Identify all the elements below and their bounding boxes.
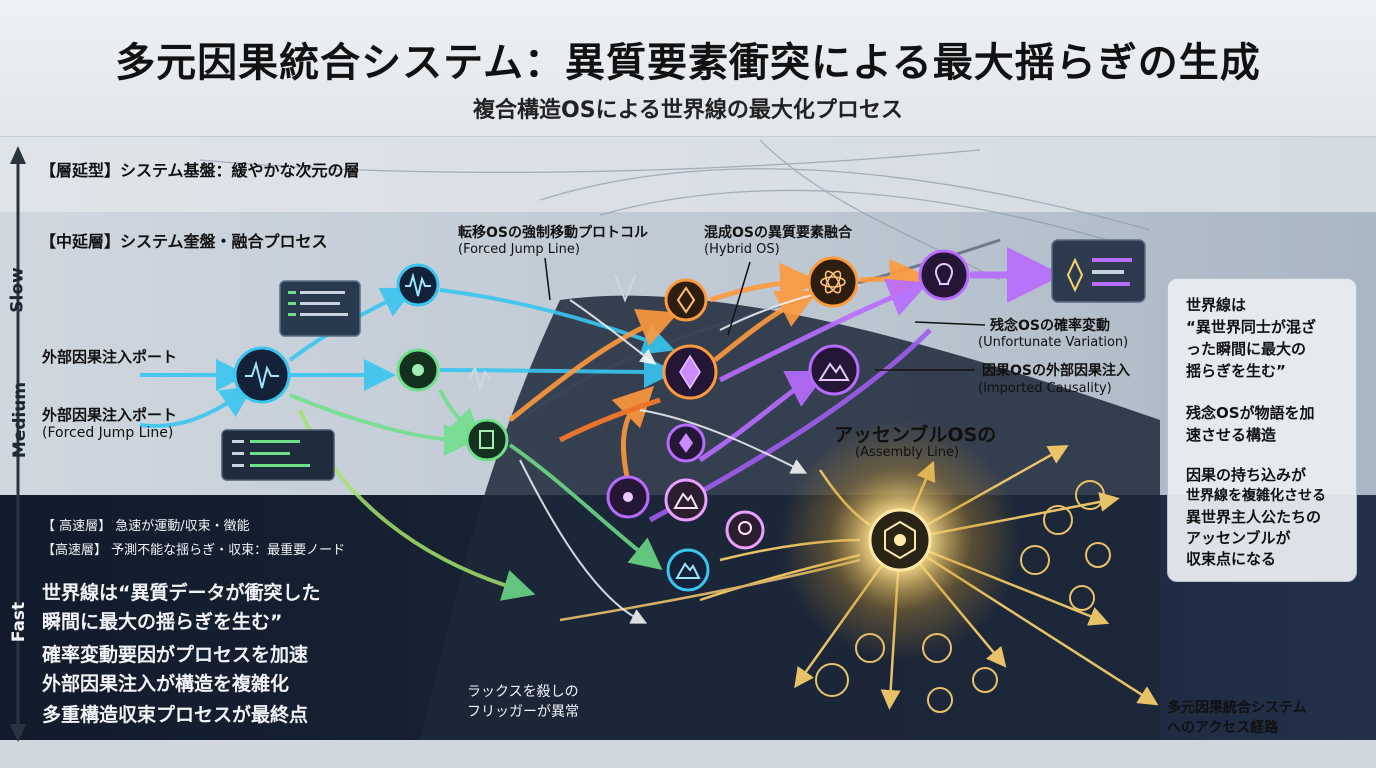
atom-icon [855, 633, 885, 663]
monitor-screen-top-right [1051, 239, 1146, 303]
atom-icon [1043, 505, 1073, 535]
axis-label-medium: Medium [10, 381, 31, 459]
axis-label-slow: Slow [7, 267, 28, 313]
atom-icon [820, 270, 846, 294]
imported-os-label: 因果OSの外部因果注入 [982, 363, 1130, 379]
side-panel-line: 世界線を複雑化させる [1186, 488, 1326, 504]
footer-band [0, 740, 1376, 768]
access-path-label-1: 多元因果統合システム [1167, 700, 1307, 716]
slow-layer-label: 【層延型】システム基盤：緩やかな次元の層 [40, 161, 360, 180]
mountain-icon [818, 362, 850, 381]
crystal-icon [679, 354, 701, 390]
forced-jump-sub: (Forced Jump Line) [458, 242, 580, 257]
document-icon [972, 667, 998, 693]
cyan-flows [139, 287, 676, 428]
rocket-icon [1066, 257, 1084, 293]
node-atom [807, 256, 859, 308]
header: 多元因果統合システム：異質要素衝突による最大揺らぎの生成 複合構造OSによる世界… [0, 0, 1376, 137]
side-panel-line: 揺らぎを生む” [1186, 362, 1286, 380]
lightbulb-icon [934, 263, 954, 285]
hybrid-os-label: 混成OSの異質要素融合 [704, 225, 852, 241]
node-waveform-2 [396, 263, 440, 307]
lightbulb-icon [738, 521, 752, 535]
white-flows [519, 284, 861, 624]
side-panel-line: った瞬間に最大の [1186, 340, 1307, 358]
hybrid-os-sub: (Hybrid OS) [704, 242, 780, 257]
node-molecule-purple [606, 475, 650, 519]
crystal-icon [679, 433, 693, 453]
mountain-icon [1085, 542, 1111, 568]
node-lightbulb-top [918, 249, 970, 301]
molecule-icon [922, 633, 952, 663]
fast-layer-line-2: 【高速層】 予測不能な揺らぎ・収束：最重要ノード [42, 543, 346, 558]
access-path-label-2: へのアクセス経路 [1167, 720, 1279, 736]
side-panel-line: 収束点になる [1186, 550, 1277, 568]
page-title: 多元因果統合システム：異質要素衝突による最大揺らぎの生成 [115, 40, 1261, 86]
trigger-label-2: フリッガーが異常 [467, 704, 579, 720]
node-molecule [396, 348, 440, 392]
assembly-os-label: アッセンブルOSの [834, 424, 997, 446]
node-mountain-imported [808, 344, 860, 396]
atom-icon [815, 663, 849, 697]
assembly-os-sub: (Assembly Line) [855, 445, 960, 460]
waveform-icon [245, 360, 279, 389]
unfortunate-os-label: 残念OSの確率変動 [990, 318, 1110, 334]
slow-sweep-lines [199, 139, 1151, 281]
node-waveform-1 [233, 346, 291, 404]
fast-statement-5: 多重構造収束プロセスが最終点 [42, 704, 309, 726]
lightbulb-icon [927, 687, 953, 713]
decor-dot [1131, 186, 1139, 194]
medium-layer-label: 【中延層】システム奎盤・融合プロセス [40, 232, 328, 251]
side-panel-line: 因果の持ち込みが [1186, 466, 1307, 484]
fast-layer-line-1: 【 高速層】 急速が運動/収束・徵能 [42, 519, 250, 534]
fast-statement-2: 瞬間に最大の揺らぎを生む” [42, 611, 283, 633]
axis-label-fast: Fast [9, 601, 30, 643]
hexagon-core-icon [884, 520, 916, 560]
fast-statement-4: 外部因果注入が構造を複雑化 [42, 673, 290, 695]
document-icon [479, 430, 494, 449]
fast-statement-1: 世界線は“異質データが衝突した [42, 582, 321, 604]
crystal-icon [676, 286, 696, 314]
node-crystal-orange [664, 278, 708, 322]
side-panel-line: 速させる構造 [1186, 426, 1277, 444]
waveform-icon [1069, 585, 1095, 611]
node-crystal-small [666, 423, 706, 463]
port-label-2-sub: (Forced Jump Line) [42, 425, 174, 441]
port-label-2: 外部因果注入ポート [42, 406, 178, 424]
forced-jump-label: 転移OSの強制移動プロトコル [458, 225, 648, 241]
molecule-icon [1020, 545, 1050, 575]
speed-axis-arrow [10, 146, 26, 742]
side-panel-line: “異世界同士が混ざ [1186, 318, 1316, 336]
molecule-icon [412, 364, 424, 376]
node-crystal-purple [662, 344, 718, 400]
unfortunate-os-sub: (Unfortunate Variation) [978, 335, 1129, 350]
waveform-icon [405, 272, 431, 297]
monitor-screen-left [221, 429, 335, 481]
document-icon [1075, 480, 1105, 510]
node-document [465, 418, 509, 462]
node-lightbulb-low [725, 510, 765, 550]
side-panel-line: 残念OSが物語を加 [1186, 404, 1315, 422]
flow-diagram [139, 139, 1160, 740]
monitor-screen-top-left [279, 280, 361, 337]
slow-layer-band [0, 137, 1376, 212]
fast-statement-3: 確率変動要因がプロセスを加速 [42, 644, 309, 666]
mountain-icon [675, 562, 701, 579]
node-mountain-low [666, 548, 710, 592]
molecule-icon [623, 492, 633, 502]
side-panel-line: アッセンブルが [1186, 529, 1291, 547]
signal-marks [469, 274, 636, 392]
page-subtitle: 複合構造OSによる世界線の最大化プロセス [473, 98, 903, 123]
port-label-1: 外部因果注入ポート [42, 348, 178, 366]
mountain-icon [673, 492, 699, 509]
satellite-icons [815, 480, 1111, 713]
orange-flows [508, 258, 930, 491]
trigger-label-1: ラックスを殺しの [467, 684, 579, 700]
side-panel: 世界線は “異世界同士が混ざ った瞬間に最大の 揺らぎを生む” 残念OSが物語を… [1167, 278, 1357, 582]
callout-lines [544, 257, 986, 371]
imported-os-sub: (Imported Causality) [978, 381, 1112, 396]
node-mountain-mid [664, 478, 708, 522]
side-panel-line: 異世界主人公たちの [1186, 508, 1322, 526]
side-panel-line: 世界線は [1186, 296, 1247, 314]
